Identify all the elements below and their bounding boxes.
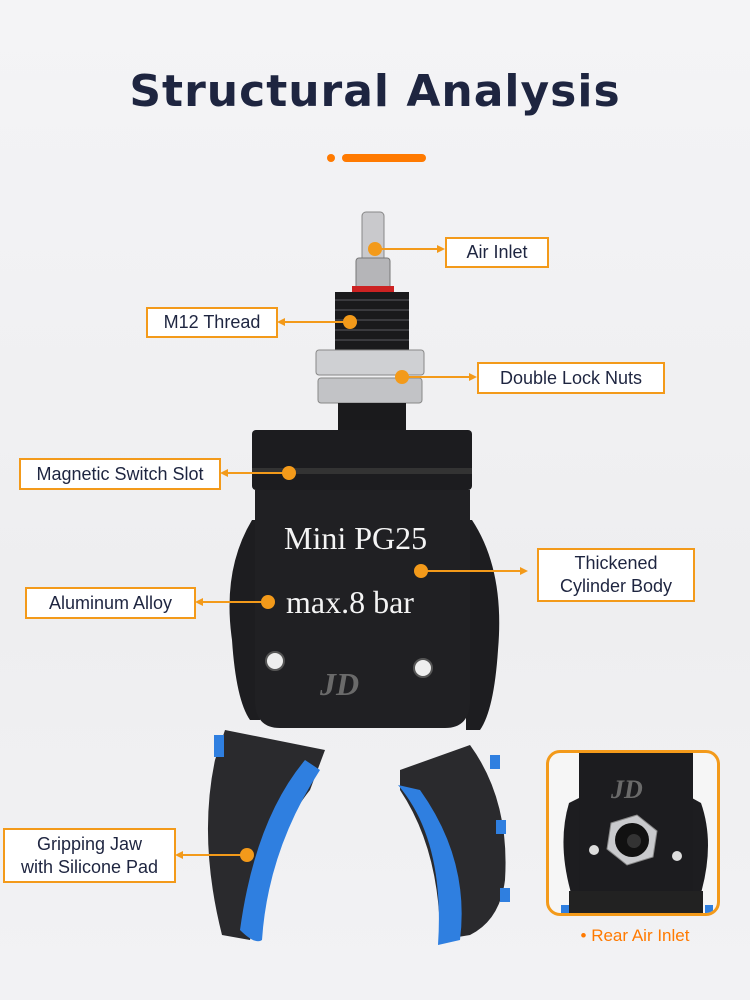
label-double-lock-nuts: Double Lock Nuts xyxy=(477,362,665,394)
title-accent-dot xyxy=(327,154,335,162)
inset-brand-logo: JD xyxy=(611,775,643,804)
brand-logo: JD xyxy=(320,666,360,702)
callout-dots xyxy=(240,242,428,862)
label-m12-thread: M12 Thread xyxy=(146,307,278,338)
rear-view-illustration xyxy=(561,753,713,913)
product-model-print: Mini PG25 xyxy=(284,520,428,556)
label-magnetic-switch-slot: Magnetic Switch Slot xyxy=(19,458,221,490)
caption-text: Rear Air Inlet xyxy=(591,926,690,945)
title-accent-bar xyxy=(342,154,426,162)
product-pressure-print: max.8 bar xyxy=(286,584,414,620)
page-title: Structural Analysis xyxy=(129,66,621,117)
label-gripping-jaw: Gripping Jaw with Silicone Pad xyxy=(3,828,176,883)
label-thickened-cylinder-body: Thickened Cylinder Body xyxy=(537,548,695,602)
bullet: • xyxy=(580,926,587,945)
rear-view-inset: JD xyxy=(546,750,720,916)
label-air-inlet: Air Inlet xyxy=(445,237,549,268)
label-line: with Silicone Pad xyxy=(20,856,159,877)
rear-air-inlet-caption: • Rear Air Inlet xyxy=(560,926,710,946)
label-line: Cylinder Body xyxy=(559,576,673,596)
label-line: Gripping Jaw xyxy=(36,833,143,854)
label-line: Thickened xyxy=(574,553,658,573)
label-aluminum-alloy: Aluminum Alloy xyxy=(25,587,196,619)
